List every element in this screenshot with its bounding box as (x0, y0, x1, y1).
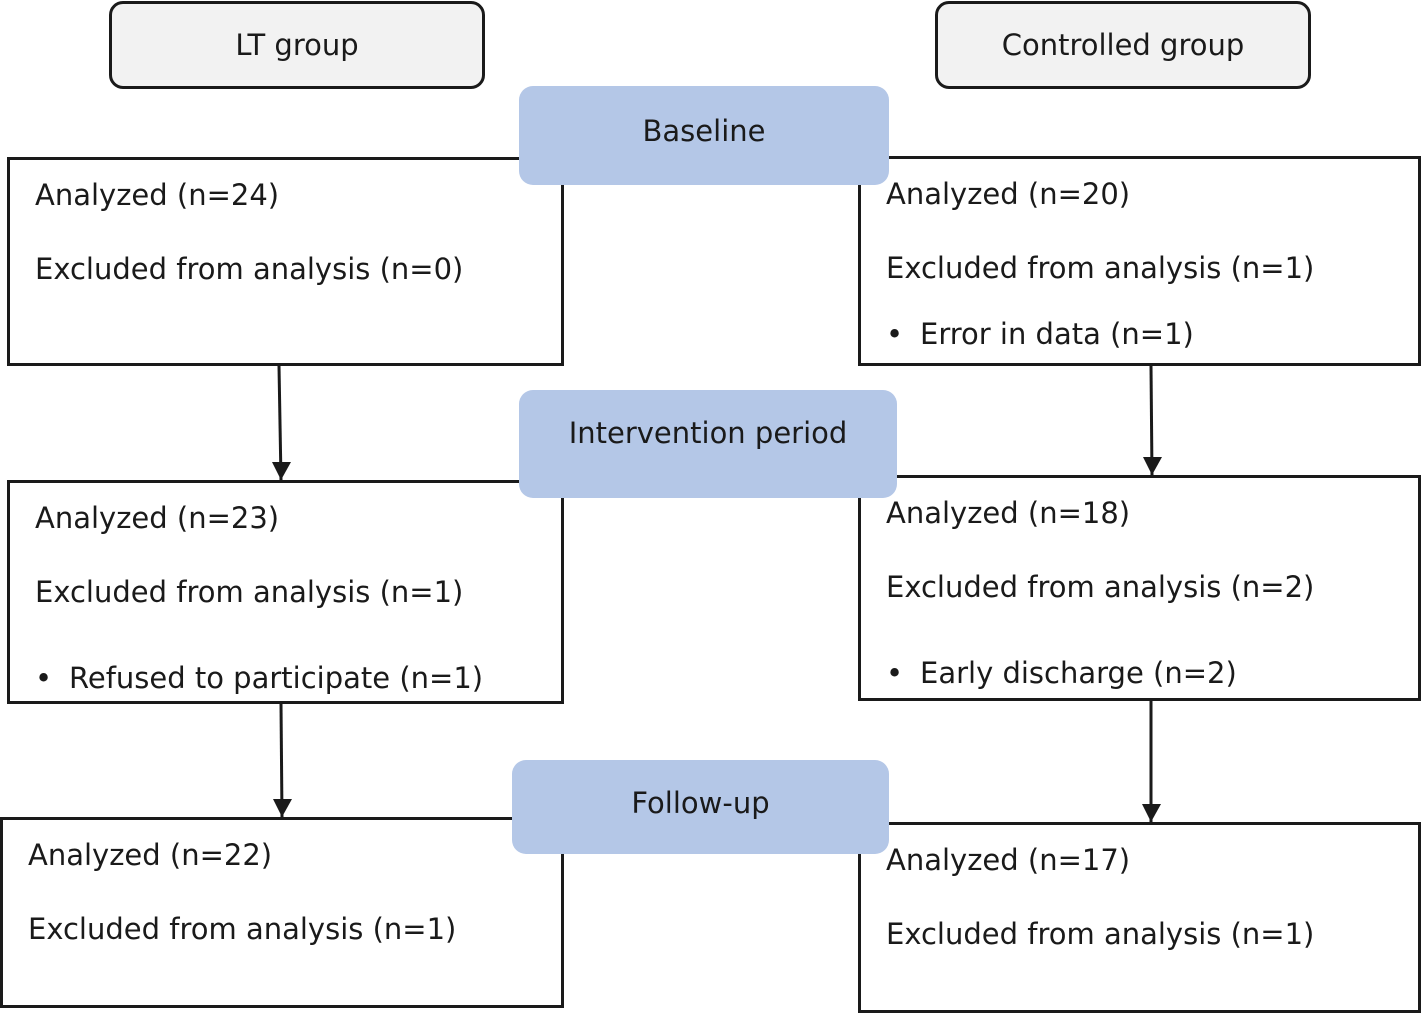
arrowhead-lt-2 (273, 799, 292, 817)
phase-intervention: Intervention period (519, 390, 897, 498)
phase-intervention-label: Intervention period (568, 416, 848, 450)
controlled-intervention-analyzed: Analyzed (n=18) (886, 496, 1131, 530)
lt-baseline-box: Analyzed (n=24) Excluded from analysis (… (7, 157, 564, 366)
controlled-group-header: Controlled group (935, 1, 1311, 89)
lt-intervention-box: Analyzed (n=23) Excluded from analysis (… (7, 480, 564, 704)
arrowhead-lt-1 (272, 462, 291, 480)
controlled-baseline-analyzed: Analyzed (n=20) (886, 177, 1131, 211)
controlled-followup-analyzed: Analyzed (n=17) (886, 843, 1131, 877)
lt-intervention-excluded: Excluded from analysis (n=1) (35, 575, 464, 609)
lt-group-title: LT group (235, 28, 359, 62)
phase-baseline-label: Baseline (642, 113, 766, 148)
lt-baseline-analyzed: Analyzed (n=24) (35, 178, 280, 212)
arrow-ctrl-baseline-to-intervention (1149, 365, 1154, 476)
lt-followup-excluded: Excluded from analysis (n=1) (28, 912, 457, 946)
controlled-intervention-reason: Early discharge (n=2) (920, 656, 1237, 690)
lt-intervention-analyzed: Analyzed (n=23) (35, 501, 280, 535)
arrowhead-ctrl-1 (1143, 457, 1162, 475)
controlled-baseline-reason: Error in data (n=1) (920, 317, 1194, 351)
controlled-intervention-excluded: Excluded from analysis (n=2) (886, 570, 1315, 604)
lt-group-header: LT group (109, 1, 485, 89)
bullet-icon: • (35, 661, 53, 695)
lt-baseline-excluded: Excluded from analysis (n=0) (35, 252, 464, 286)
bullet-icon: • (886, 317, 904, 351)
arrow-lt-intervention-to-followup (279, 703, 284, 818)
arrow-lt-baseline-to-intervention (277, 365, 283, 481)
arrowhead-ctrl-2 (1142, 804, 1161, 822)
lt-followup-analyzed: Analyzed (n=22) (28, 838, 273, 872)
controlled-group-title: Controlled group (1001, 28, 1245, 62)
controlled-baseline-excluded: Excluded from analysis (n=1) (886, 251, 1315, 285)
controlled-intervention-box: Analyzed (n=18) Excluded from analysis (… (858, 475, 1421, 701)
controlled-baseline-box: Analyzed (n=20) Excluded from analysis (… (858, 156, 1421, 366)
controlled-followup-excluded: Excluded from analysis (n=1) (886, 917, 1315, 951)
phase-followup-label: Follow-up (631, 786, 770, 820)
lt-intervention-reason: Refused to participate (n=1) (69, 661, 484, 695)
controlled-followup-box: Analyzed (n=17) Excluded from analysis (… (858, 822, 1421, 1013)
phase-baseline: Baseline (519, 86, 889, 185)
bullet-icon: • (886, 656, 904, 690)
lt-followup-box: Analyzed (n=22) Excluded from analysis (… (0, 817, 564, 1008)
phase-followup: Follow-up (512, 760, 889, 854)
